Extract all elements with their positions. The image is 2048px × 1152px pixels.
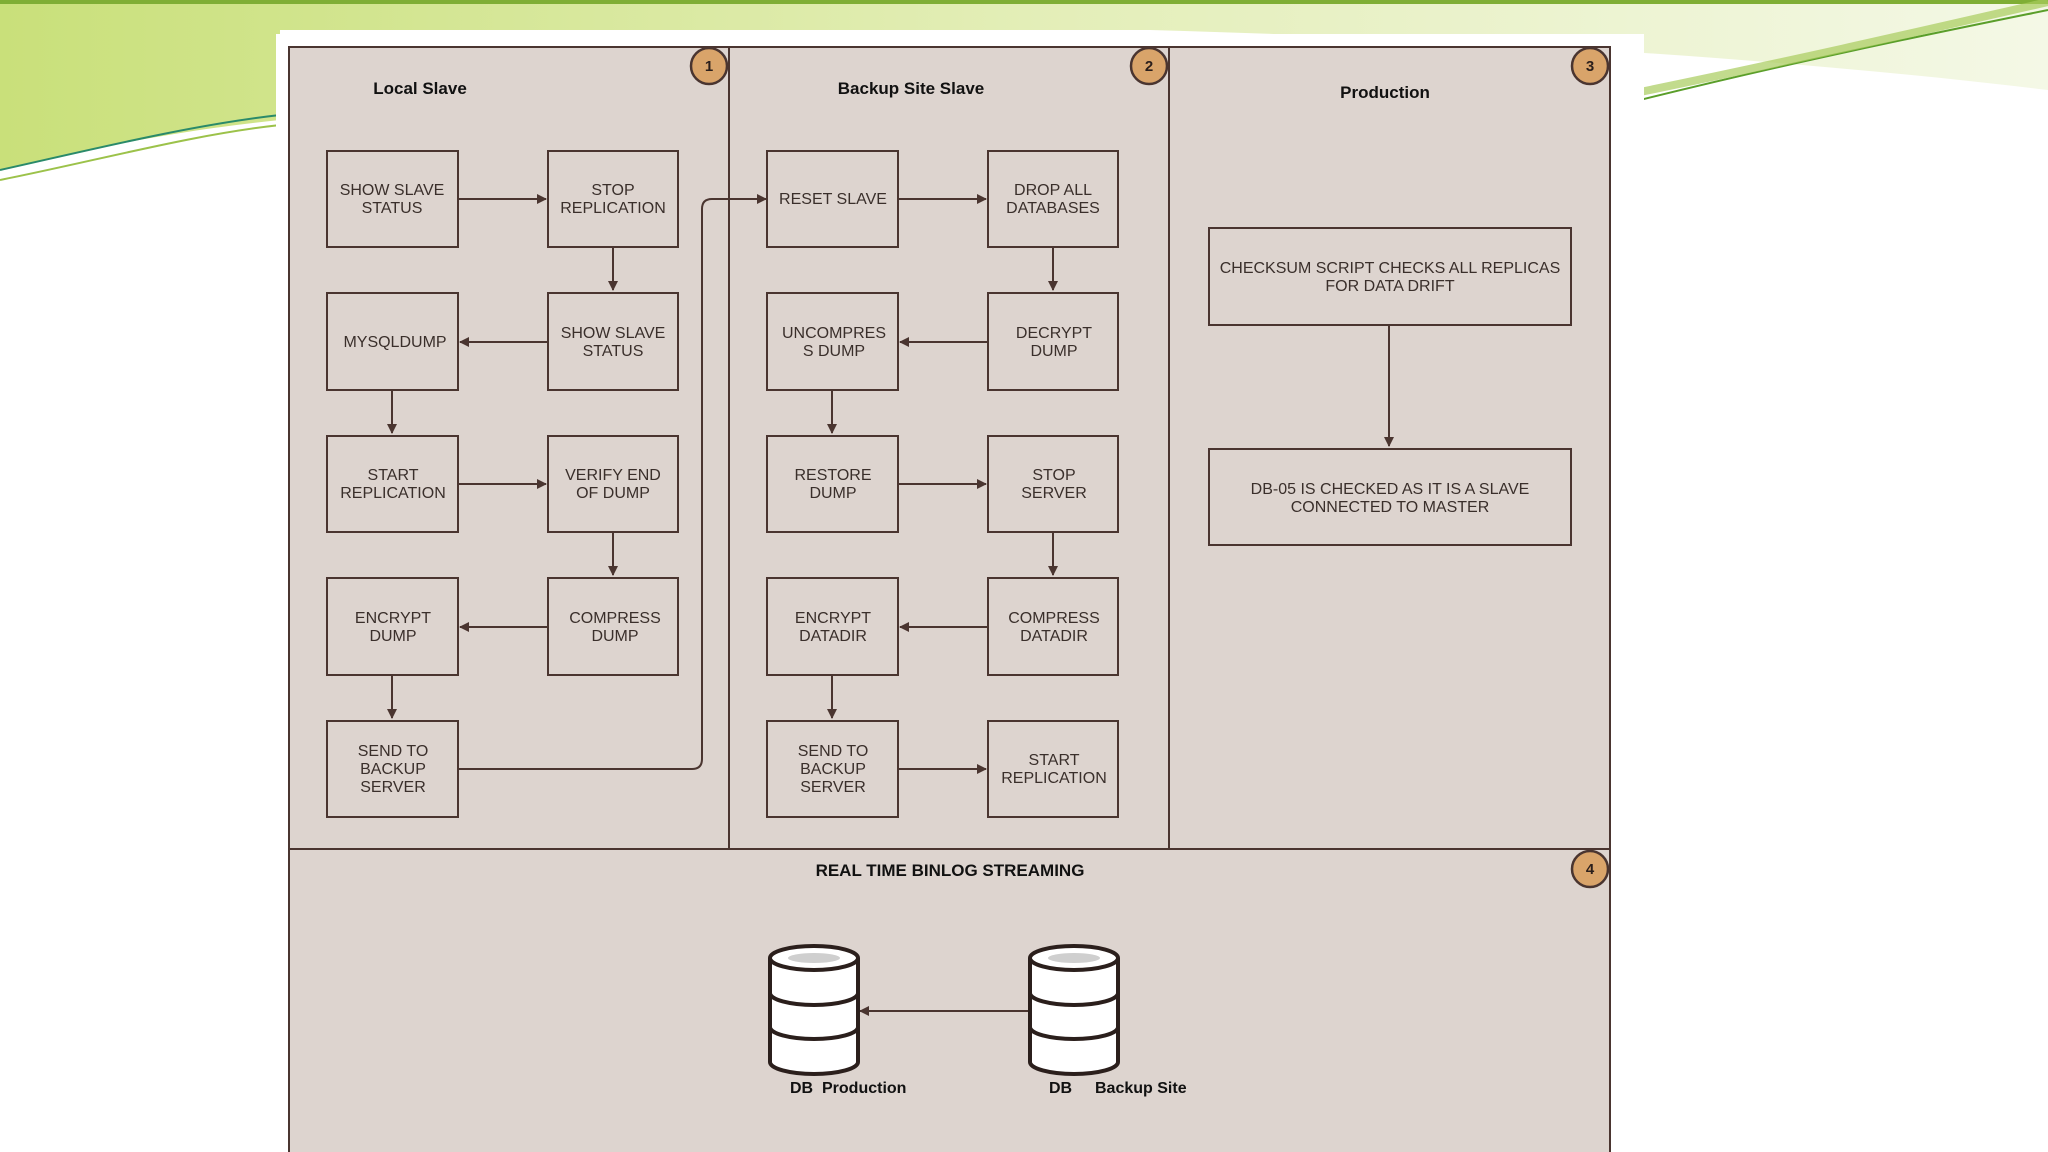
step-start-replication-backup: START REPLICATION <box>987 720 1119 818</box>
step-stop-replication: STOP REPLICATION <box>547 150 679 248</box>
svg-text:UNCOMPRES: UNCOMPRES <box>782 325 886 342</box>
step-uncompress-dump: UNCOMPRES S DUMP <box>766 292 899 391</box>
step-show-slave-status-1: SHOW SLAVE STATUS <box>326 150 459 248</box>
svg-text:DROP ALL: DROP ALL <box>1014 182 1092 199</box>
database-icon-backup-site <box>1028 944 1120 1076</box>
db-label-backup-db: DB <box>1049 1080 1072 1097</box>
panel-binlog-streaming <box>288 848 1611 1152</box>
arrow-send-to-reset-slave <box>458 194 767 770</box>
svg-text:STATUS: STATUS <box>362 200 423 217</box>
step-restore-dump: RESTORE DUMP <box>766 435 899 533</box>
svg-text:STOP: STOP <box>1032 467 1075 484</box>
svg-text:4: 4 <box>1586 861 1595 878</box>
svg-text:REPLICATION: REPLICATION <box>1001 770 1107 787</box>
step-db05-checked: DB-05 IS CHECKED AS IT IS A SLAVE CONNEC… <box>1208 448 1572 546</box>
panel-number-badge-2: 2 <box>1129 46 1169 86</box>
svg-text:SERVER: SERVER <box>360 779 426 796</box>
step-start-replication: START REPLICATION <box>326 435 459 533</box>
svg-text:DUMP: DUMP <box>809 485 856 502</box>
svg-text:CHECKSUM SCRIPT CHECKS ALL REP: CHECKSUM SCRIPT CHECKS ALL REPLICAS <box>1220 260 1561 277</box>
svg-text:REPLICATION: REPLICATION <box>340 485 446 502</box>
flow-arrows <box>387 194 1394 1016</box>
panel-number-badge-4: 4 <box>1570 849 1610 889</box>
step-drop-all-databases: DROP ALL DATABASES <box>987 150 1119 248</box>
svg-text:START: START <box>368 467 419 484</box>
svg-text:BACKUP: BACKUP <box>360 761 426 778</box>
svg-text:1: 1 <box>705 58 713 75</box>
panel-title-production: Production <box>1340 83 1430 102</box>
panel-title-binlog-streaming: REAL TIME BINLOG STREAMING <box>816 861 1085 880</box>
svg-text:DECRYPT: DECRYPT <box>1016 325 1092 342</box>
step-stop-server: STOP SERVER <box>987 435 1119 533</box>
svg-text:START: START <box>1029 752 1080 769</box>
step-send-to-backup-server-local: SEND TO BACKUP SERVER <box>326 720 459 818</box>
svg-text:REPLICATION: REPLICATION <box>560 200 666 217</box>
panel-number-badge-1: 1 <box>689 46 729 86</box>
svg-text:SHOW SLAVE: SHOW SLAVE <box>340 182 445 199</box>
step-send-to-backup-server-backup: SEND TO BACKUP SERVER <box>766 720 899 818</box>
step-verify-end-of-dump: VERIFY END OF DUMP <box>547 435 679 533</box>
svg-text:2: 2 <box>1145 58 1153 75</box>
svg-text:ENCRYPT: ENCRYPT <box>355 610 431 627</box>
svg-text:DB-05 IS CHECKED AS IT IS A SL: DB-05 IS CHECKED AS IT IS A SLAVE <box>1251 481 1530 498</box>
step-compress-datadir: COMPRESS DATADIR <box>987 577 1119 676</box>
svg-text:S DUMP: S DUMP <box>803 343 865 360</box>
svg-text:SEND TO: SEND TO <box>798 743 869 760</box>
svg-text:RESTORE: RESTORE <box>794 467 871 484</box>
svg-text:DATADIR: DATADIR <box>1020 628 1088 645</box>
db-label-production-db: DB <box>790 1080 813 1097</box>
svg-text:DUMP: DUMP <box>591 628 638 645</box>
step-encrypt-datadir: ENCRYPT DATADIR <box>766 577 899 676</box>
svg-text:SEND TO: SEND TO <box>358 743 429 760</box>
step-show-slave-status-2: SHOW SLAVE STATUS <box>547 292 679 391</box>
svg-text:SERVER: SERVER <box>1021 485 1087 502</box>
svg-text:SERVER: SERVER <box>800 779 866 796</box>
step-encrypt-dump: ENCRYPT DUMP <box>326 577 459 676</box>
svg-text:STOP: STOP <box>591 182 634 199</box>
step-reset-slave: RESET SLAVE <box>766 150 899 248</box>
db-label-backup-name: Backup Site <box>1095 1080 1187 1097</box>
svg-text:COMPRESS: COMPRESS <box>1008 610 1100 627</box>
svg-text:FOR DATA DRIFT: FOR DATA DRIFT <box>1325 278 1454 295</box>
svg-text:DATADIR: DATADIR <box>799 628 867 645</box>
db-label-production-name: Production <box>822 1080 906 1097</box>
panel-title-local-slave: Local Slave <box>373 79 467 98</box>
step-checksum-script: CHECKSUM SCRIPT CHECKS ALL REPLICAS FOR … <box>1208 227 1572 326</box>
panel-number-badge-3: 3 <box>1570 46 1610 86</box>
svg-text:OF DUMP: OF DUMP <box>576 485 650 502</box>
step-mysqldump: MYSQLDUMP <box>326 292 459 391</box>
svg-text:MYSQLDUMP: MYSQLDUMP <box>343 334 446 351</box>
svg-text:DUMP: DUMP <box>1030 343 1077 360</box>
svg-text:STATUS: STATUS <box>583 343 644 360</box>
database-icon-production <box>768 944 860 1076</box>
svg-text:COMPRESS: COMPRESS <box>569 610 661 627</box>
step-compress-dump: COMPRESS DUMP <box>547 577 679 676</box>
svg-text:ENCRYPT: ENCRYPT <box>795 610 871 627</box>
svg-text:DUMP: DUMP <box>369 628 416 645</box>
svg-text:3: 3 <box>1586 58 1594 75</box>
step-decrypt-dump: DECRYPT DUMP <box>987 292 1119 391</box>
svg-text:VERIFY END: VERIFY END <box>565 467 661 484</box>
svg-text:BACKUP: BACKUP <box>800 761 866 778</box>
svg-text:DATABASES: DATABASES <box>1006 200 1100 217</box>
svg-text:CONNECTED TO MASTER: CONNECTED TO MASTER <box>1291 499 1490 516</box>
panel-title-backup-site-slave: Backup Site Slave <box>838 79 984 98</box>
svg-text:RESET SLAVE: RESET SLAVE <box>779 191 887 208</box>
svg-text:SHOW SLAVE: SHOW SLAVE <box>561 325 666 342</box>
